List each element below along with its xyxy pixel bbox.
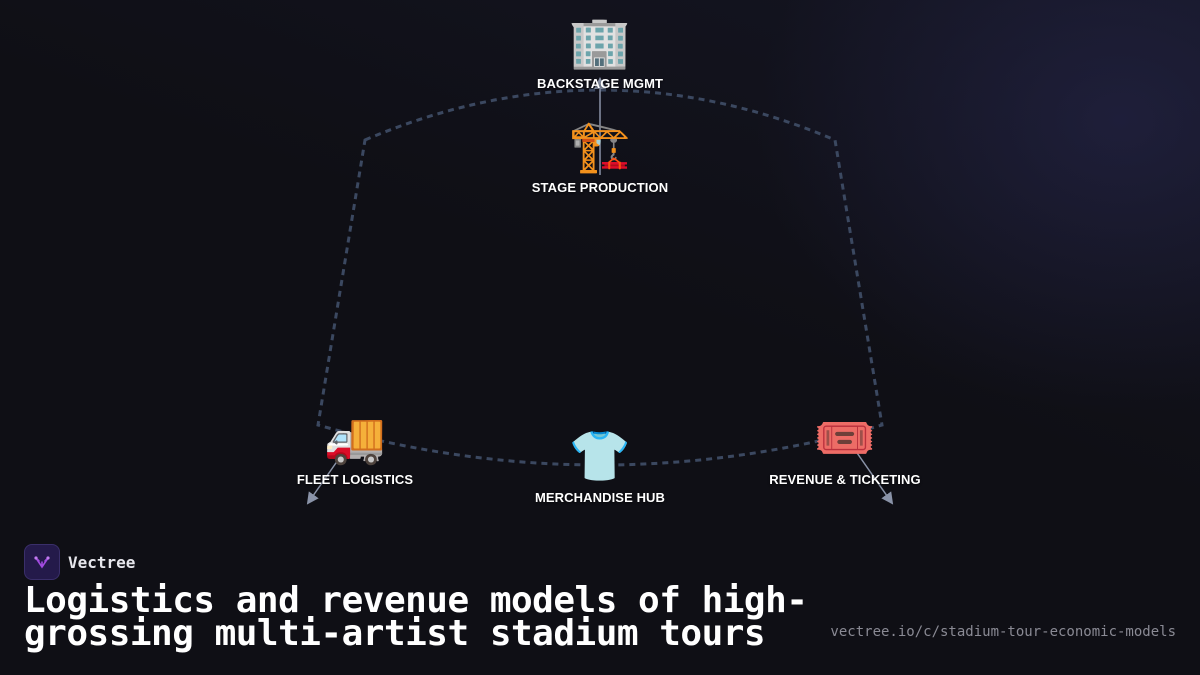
node-fleet-logistics[interactable]: 🚚 FLEET LOGISTICS [245,410,465,487]
node-label-merchandise-hub: MERCHANDISE HUB [534,490,666,505]
construction-crane-icon: 🏗️ [568,117,632,175]
brand[interactable]: Vectree [24,544,135,580]
node-label-fleet-logistics: FLEET LOGISTICS [296,472,414,487]
node-backstage-mgmt[interactable]: 🏢 BACKSTAGE MGMT [490,14,710,91]
page-title: Logistics and revenue models of high-gro… [24,580,808,654]
node-label-backstage-mgmt: BACKSTAGE MGMT [536,76,664,91]
office-building-icon: 🏢 [568,13,632,71]
node-label-revenue-ticketing: REVENUE & TICKETING [769,472,921,487]
admission-ticket-icon: 🎟️ [813,409,877,467]
node-stage-production[interactable]: 🏗️ STAGE PRODUCTION [490,118,710,195]
arrow-to-revenue-ticketing [854,449,894,505]
t-shirt-icon: 👕 [568,427,632,485]
brand-name: Vectree [68,552,136,572]
node-label-stage-production: STAGE PRODUCTION [531,180,669,195]
node-revenue-ticketing[interactable]: 🎟️ REVENUE & TICKETING [735,410,955,487]
source-url[interactable]: vectree.io/c/stadium-tour-economic-model… [830,624,1176,640]
arrow-to-fleet-logistics [306,449,346,505]
delivery-truck-icon: 🚚 [323,409,387,467]
dashed-outline [316,88,884,467]
node-merchandise-hub[interactable]: 👕 MERCHANDISE HUB [490,428,710,505]
vectree-logo-icon [24,544,60,580]
